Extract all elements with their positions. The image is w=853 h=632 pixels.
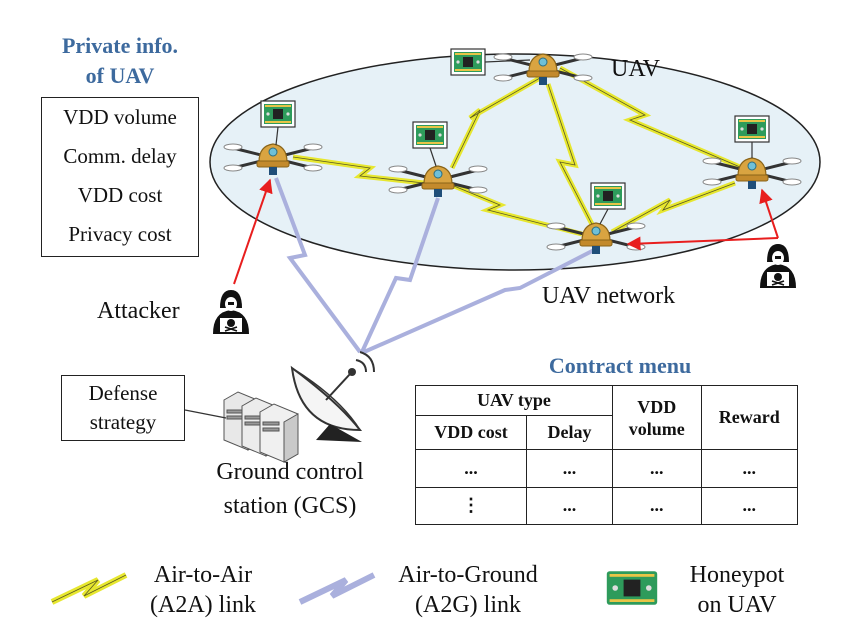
table-cell: ... (526, 486, 613, 525)
honeypot-connectors (275, 59, 753, 225)
attacker-icon (212, 289, 250, 335)
table-cell: ... (612, 449, 702, 488)
a2a-legend-icon (50, 572, 128, 605)
table-row: ... ... ... ... (415, 449, 799, 488)
a2a-legend-icon-outline (51, 574, 127, 603)
honeypot-icon (450, 48, 486, 76)
defense-connector (184, 409, 227, 419)
private-info-item: VDD volume (63, 105, 177, 129)
attack-arrow-right-up (759, 188, 779, 239)
server-icon (223, 391, 299, 463)
honeypot-icon (734, 115, 770, 143)
private-info-item: VDD cost (77, 183, 163, 207)
uav-network-region (209, 53, 821, 271)
honeypot-legend-line2: on UAV (697, 592, 777, 618)
satellite-dish-icon (290, 351, 375, 442)
uav-label: UAV (611, 56, 660, 82)
a2a-legend-line1: Air-to-Air (153, 562, 253, 588)
a2g-legend-line2: (A2G) link (415, 592, 521, 618)
uav-network-label: UAV network (542, 283, 676, 309)
table-cell: ... (415, 449, 527, 488)
delay-header: Delay (526, 415, 613, 450)
vdd-volume-header: VDD volume (612, 385, 702, 450)
private-info-box: VDD volume Comm. delay VDD cost Privacy … (41, 97, 199, 257)
a2g-legend-icon (298, 572, 376, 605)
table-cell: ⋮ (415, 486, 527, 525)
private-info-title: Private info. of UAV (40, 31, 200, 91)
honeypot-icon (260, 100, 296, 128)
a2a-legend-label: Air-to-Air (A2A) link (128, 560, 278, 620)
table-cell: ... (700, 486, 799, 525)
contract-menu-table: UAV type VDD volume Reward VDD cost Dela… (415, 385, 799, 525)
contract-menu-title: Contract menu (548, 353, 692, 378)
attacker-label: Attacker (97, 298, 180, 324)
reward-header: Reward (700, 385, 799, 450)
a2g-legend-label: Air-to-Ground (A2G) link (378, 560, 558, 620)
honeypot-icon (412, 121, 448, 149)
table-row: ⋮ ... ... ... (415, 486, 799, 525)
table-cell: ... (612, 486, 702, 525)
private-info-item: Comm. delay (63, 144, 177, 168)
private-info-item: Privacy cost (68, 222, 172, 246)
attack-arrow-left (233, 178, 273, 285)
a2g-links (274, 177, 599, 354)
vdd-volume-header-line2: volume (628, 418, 685, 439)
table-cell: ... (700, 449, 799, 488)
table-cell: ... (526, 449, 613, 488)
attack-arrow-right (626, 236, 779, 251)
defense-strategy-box: Defense strategy (61, 375, 185, 441)
gcs-label: Ground control station (GCS) (190, 455, 390, 523)
defense-line1: Defense (88, 381, 158, 405)
private-info-title-line1: Private info. (61, 33, 179, 58)
gcs-label-line2: station (GCS) (223, 493, 357, 519)
defense-line2: strategy (89, 410, 157, 434)
attacker-icon (759, 243, 797, 289)
vdd-cost-header: VDD cost (415, 415, 527, 450)
a2a-legend-line2: (A2A) link (150, 592, 256, 618)
honeypot-icon (590, 182, 626, 210)
honeypot-legend-label: Honeypot on UAV (672, 560, 802, 620)
private-info-title-line2: of UAV (85, 63, 155, 88)
vdd-volume-header-line1: VDD (637, 396, 677, 417)
a2a-link-outlines (292, 67, 741, 235)
uav-type-header: UAV type (415, 385, 613, 416)
a2g-legend-line1: Air-to-Ground (398, 562, 538, 588)
honeypot-legend-line1: Honeypot (689, 562, 785, 588)
gcs-label-line1: Ground control (216, 459, 364, 485)
honeypot-legend-icon (606, 571, 658, 605)
